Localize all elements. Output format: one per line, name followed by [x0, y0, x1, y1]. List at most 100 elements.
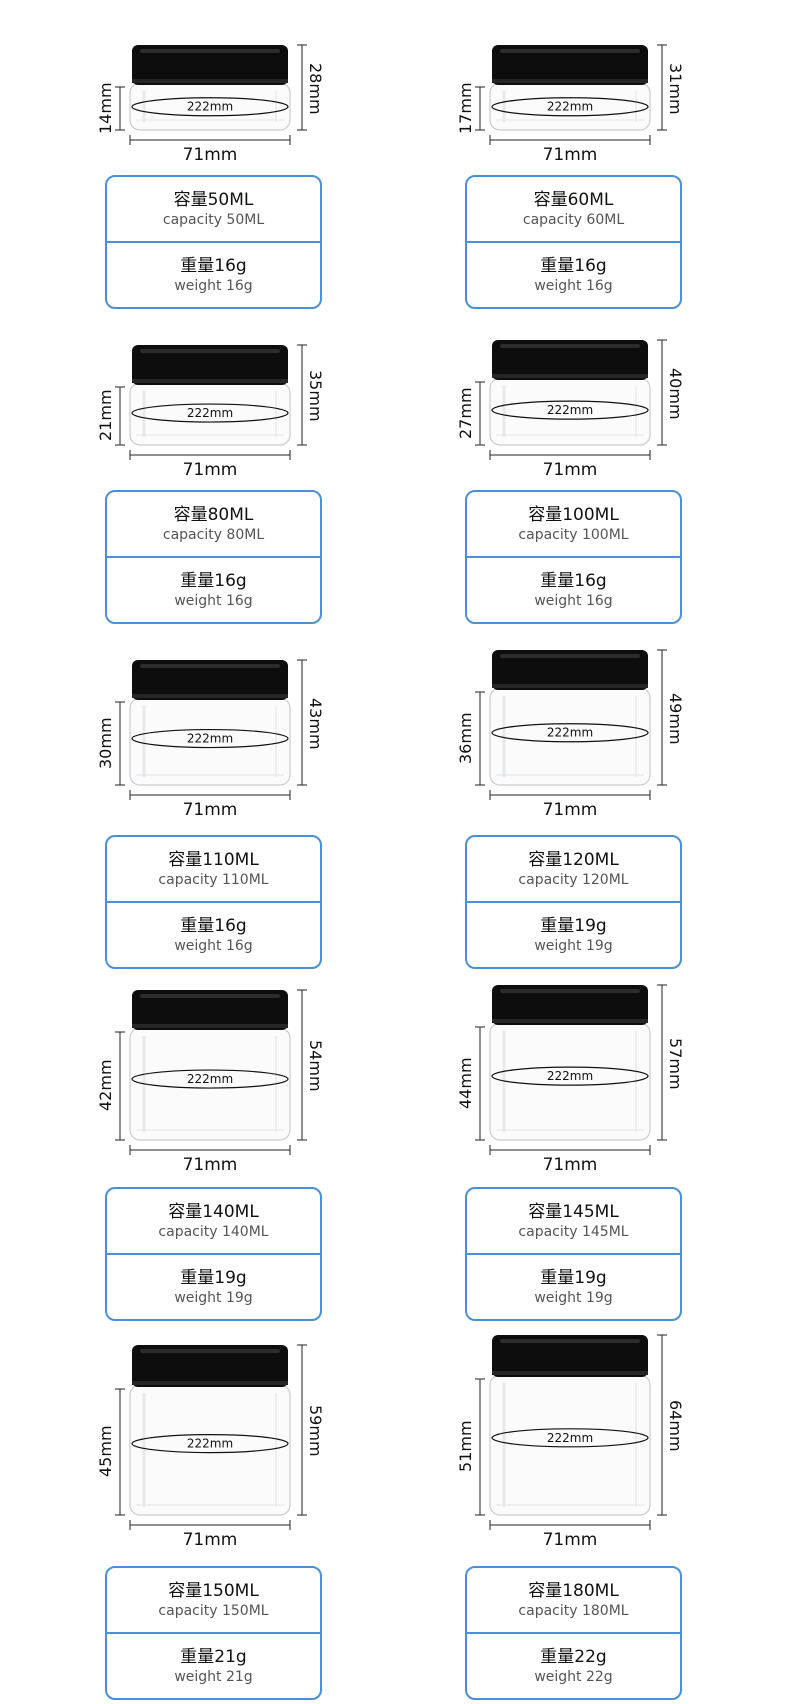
capacity-cn: 容量120ML	[528, 850, 619, 870]
circumference-ellipse	[491, 400, 649, 420]
width-label: 71mm	[182, 460, 238, 480]
weight-en: weight 19g	[534, 1290, 613, 1306]
weight-en: weight 22g	[534, 1669, 613, 1685]
width-label: 71mm	[182, 1530, 238, 1550]
capacity-cn: 容量50ML	[173, 190, 254, 210]
circumference-ellipse	[131, 1433, 289, 1454]
circumference-label: 222mm	[187, 100, 233, 114]
circumference-label: 222mm	[547, 1431, 593, 1445]
capacity-cn: 容量110ML	[168, 850, 259, 870]
body-height-label: 51mm	[456, 1420, 475, 1472]
weight-en: weight 16g	[174, 593, 253, 609]
jar-lid	[492, 45, 648, 85]
spec-card: 容量180ML capacity 180ML 重量22g weight 22g	[465, 1566, 682, 1700]
capacity-section: 容量100ML capacity 100ML	[467, 492, 680, 556]
jar-body	[489, 1374, 651, 1516]
width-label: 71mm	[182, 1155, 238, 1175]
weight-cn: 重量16g	[540, 256, 607, 276]
spec-card: 容量110ML capacity 110ML 重量16g weight 16g	[105, 835, 322, 969]
width-label: 71mm	[542, 1530, 598, 1550]
circumference-ellipse	[131, 403, 289, 423]
circumference-ellipse	[491, 1428, 649, 1448]
weight-cn: 重量16g	[180, 916, 247, 936]
capacity-section: 容量145ML capacity 145ML	[467, 1189, 680, 1253]
width-label: 71mm	[542, 800, 598, 820]
circumference-label: 222mm	[547, 100, 593, 114]
capacity-cn: 容量180ML	[528, 1581, 619, 1601]
capacity-cn: 容量60ML	[533, 190, 614, 210]
jar-lid	[492, 985, 648, 1025]
width-label: 71mm	[542, 460, 598, 480]
jar-lid	[132, 45, 288, 85]
jar-lid	[132, 660, 288, 700]
capacity-en: capacity 145ML	[518, 1224, 629, 1240]
weight-en: weight 16g	[174, 278, 253, 294]
weight-cn: 重量22g	[540, 1647, 607, 1667]
weight-section: 重量19g weight 19g	[467, 1253, 680, 1319]
capacity-cn: 容量145ML	[528, 1202, 619, 1222]
total-height-label: 64mm	[666, 1400, 685, 1452]
jar-lid	[492, 650, 648, 690]
circumference-ellipse	[131, 1069, 289, 1089]
capacity-en: capacity 180ML	[518, 1603, 629, 1619]
capacity-en: capacity 150ML	[158, 1603, 269, 1619]
weight-section: 重量22g weight 22g	[467, 1632, 680, 1698]
weight-en: weight 16g	[174, 938, 253, 954]
weight-en: weight 21g	[174, 1669, 253, 1685]
jar-lid	[492, 1335, 648, 1377]
capacity-en: capacity 140ML	[158, 1224, 269, 1240]
jar-lid	[132, 1345, 288, 1387]
jar-lid	[492, 340, 648, 380]
circumference-label: 222mm	[187, 1437, 233, 1451]
weight-en: weight 19g	[534, 938, 613, 954]
capacity-section: 容量180ML capacity 180ML	[467, 1568, 680, 1632]
width-label: 71mm	[542, 1155, 598, 1175]
weight-cn: 重量16g	[540, 571, 607, 591]
spec-card: 容量145ML capacity 145ML 重量19g weight 19g	[465, 1187, 682, 1321]
width-label: 71mm	[182, 800, 238, 820]
circumference-label: 222mm	[187, 732, 233, 746]
circumference-label: 222mm	[547, 1069, 593, 1083]
circumference-label: 222mm	[187, 406, 233, 420]
width-label: 71mm	[182, 145, 238, 165]
capacity-cn: 容量100ML	[528, 505, 619, 525]
circumference-ellipse	[491, 723, 649, 743]
circumference-label: 222mm	[547, 403, 593, 417]
weight-section: 重量16g weight 16g	[107, 901, 320, 967]
weight-en: weight 16g	[534, 278, 613, 294]
weight-section: 重量16g weight 16g	[467, 241, 680, 307]
width-label: 71mm	[542, 145, 598, 165]
jar-lid	[132, 345, 288, 385]
weight-cn: 重量19g	[540, 916, 607, 936]
circumference-ellipse	[491, 97, 649, 117]
capacity-en: capacity 110ML	[158, 872, 269, 888]
weight-cn: 重量21g	[180, 1647, 247, 1667]
weight-cn: 重量19g	[540, 1268, 607, 1288]
jar-lid	[132, 990, 288, 1030]
capacity-section: 容量110ML capacity 110ML	[107, 837, 320, 901]
weight-cn: 重量16g	[180, 571, 247, 591]
capacity-en: capacity 100ML	[518, 527, 629, 543]
